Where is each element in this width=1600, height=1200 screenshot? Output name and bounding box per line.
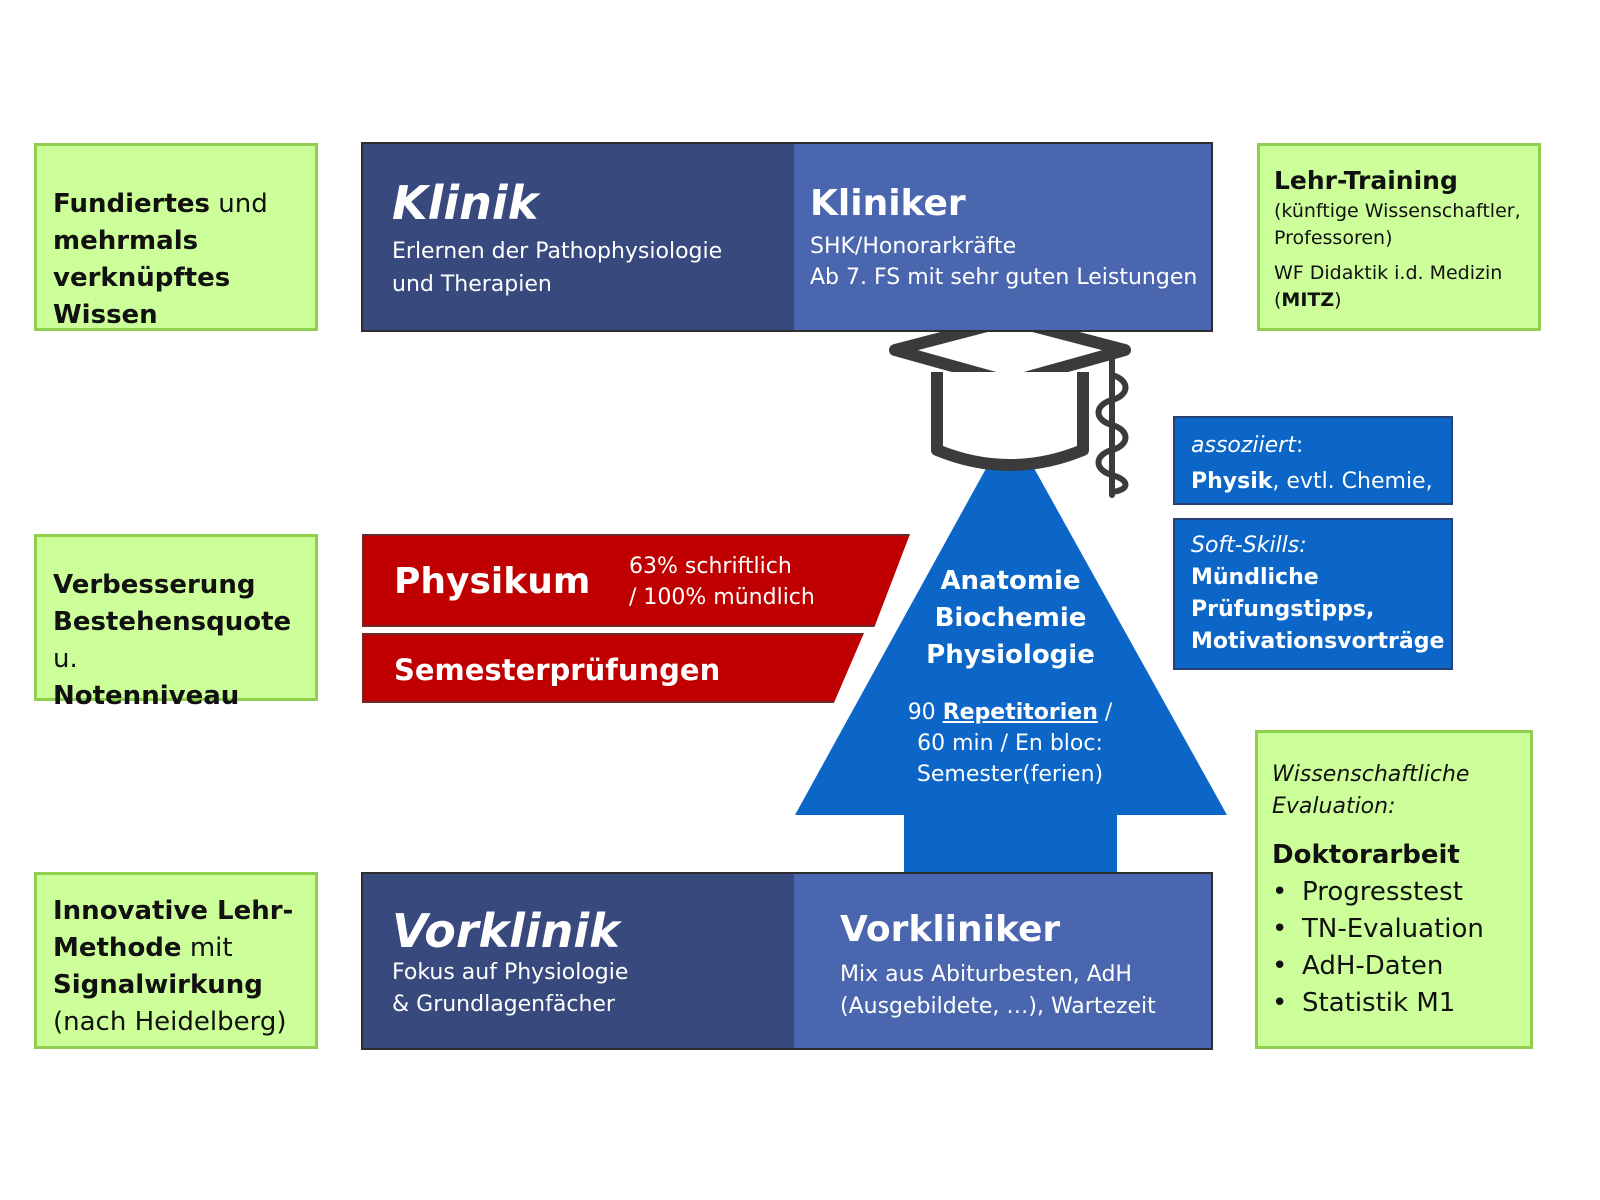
lehr-training-text: WF Didaktik i.d. Medizin (1274, 262, 1503, 284)
vorklinik-desc: Fokus auf Physiologie (392, 960, 629, 985)
semesterpruefungen-bar: Semesterprüfungen (362, 633, 864, 703)
goal-text: verknüpftes Wissen (53, 263, 231, 330)
arrow-subjects: Anatomie Biochemie Physiologie (904, 563, 1117, 674)
mitz-paren: ) (1334, 289, 1342, 311)
goal-text: Innovative Lehr- (53, 896, 294, 926)
list-item-text: AdH-Daten (1302, 951, 1444, 981)
list-item: •TN-Evaluation (1272, 914, 1484, 944)
list-item-text: Progresstest (1302, 877, 1463, 907)
list-item: •Statistik M1 (1272, 988, 1456, 1018)
arrow-note-text: / (1097, 700, 1113, 725)
vorkliniker-panel: Vorkliniker Mix aus Abiturbesten, AdH (A… (794, 873, 1212, 1049)
lehr-training-text: Professoren) (1274, 227, 1393, 249)
soft-skills-box: Soft-Skills: Mündliche Prüfungstipps, Mo… (1173, 518, 1453, 670)
kliniker-panel: Kliniker SHK/Honorarkräfte Ab 7. FS mit … (794, 143, 1212, 331)
up-arrow (795, 425, 1227, 890)
soft-skills-label: Soft-Skills: (1191, 533, 1307, 558)
goal-text: mit (181, 933, 233, 963)
evaluation-label: Wissenschaftliche (1272, 762, 1470, 787)
goal-box-innovation: Innovative Lehr- Methode mit Signalwirku… (34, 872, 318, 1049)
kliniker-text: SHK/Honorarkräfte (810, 234, 1017, 259)
list-item-text: TN-Evaluation (1302, 914, 1484, 944)
graduation-cap-icon (889, 314, 1131, 471)
lehr-training-title: Lehr-Training (1274, 166, 1458, 195)
arrow-note-text: 90 (907, 700, 943, 725)
vorklinik-title: Vorklinik (392, 904, 620, 958)
goal-text: Bestehensquote (53, 607, 292, 637)
list-item: •AdH-Daten (1272, 951, 1444, 981)
klinik-panel: Klinik Erlernen der Pathophysiologie und… (362, 143, 794, 331)
assoziiert-physik: Physik (1191, 469, 1273, 494)
vorkliniker-title: Vorkliniker (840, 909, 1061, 950)
subject-biochemie: Biochemie (934, 603, 1087, 633)
vorkliniker-text: Mix aus Abiturbesten, AdH (840, 962, 1132, 987)
vorkliniker-text: (Ausgebildete, …), Wartezeit (840, 994, 1156, 1019)
evaluation-box: Wissenschaftliche Evaluation: Doktorarbe… (1255, 730, 1533, 1049)
physikum-note: / 100% mündlich (629, 585, 815, 610)
evaluation-label: Evaluation: (1272, 794, 1396, 819)
goal-text: u. (53, 644, 78, 674)
vorklinik-panel: Vorklinik Fokus auf Physiologie & Grundl… (362, 873, 794, 1049)
goal-text: Notenniveau (53, 681, 240, 711)
klinik-title: Klinik (392, 176, 539, 230)
physikum-note: 63% schriftlich (629, 554, 792, 579)
assoziiert-box: assoziiert: Physik, evtl. Chemie, … (1173, 416, 1453, 530)
evaluation-list: •Progresstest •TN-Evaluation •AdH-Daten … (1272, 874, 1516, 1022)
assoziiert-colon: : (1295, 433, 1304, 458)
mitz-paren: ( (1274, 289, 1282, 311)
doktorarbeit-title: Doktorarbeit (1272, 840, 1460, 870)
lehr-training-text: (künftige Wissenschaftler, (1274, 200, 1521, 222)
arrow-note-text: 60 min / En bloc: (917, 731, 1103, 756)
goal-box-pass-rate: Verbesserung Bestehensquote u. Notennive… (34, 534, 318, 711)
physikum-title: Physikum (394, 561, 591, 602)
kliniker-text: Ab 7. FS mit sehr guten Leistungen (810, 265, 1198, 290)
kliniker-title: Kliniker (810, 183, 966, 224)
list-item: •Progresstest (1272, 877, 1463, 907)
semester-title: Semesterprüfungen (394, 653, 721, 687)
goal-text: Signalwirkung (53, 970, 263, 1000)
goal-text: Fundiertes (53, 189, 211, 219)
goal-text: und (210, 189, 268, 219)
repetitorien-link[interactable]: Repetitorien (942, 700, 1098, 725)
soft-skills-line: Prüfungstipps, (1191, 597, 1375, 622)
arrow-note-text: Semester(ferien) (916, 762, 1104, 787)
arrow-note: 90 Repetitorien / 60 min / En bloc: Seme… (880, 697, 1140, 790)
klinik-desc: und Therapien (392, 272, 552, 297)
assoziiert-label: assoziiert (1191, 433, 1296, 458)
vorklinik-desc: & Grundlagenfächer (392, 992, 615, 1017)
lehr-training-box: Lehr-Training (künftige Wissenschaftler,… (1257, 143, 1541, 331)
subject-anatomie: Anatomie (940, 566, 1081, 596)
goal-box-knowledge: Fundiertes und mehrmals verknüpftes Wiss… (34, 143, 318, 331)
rod-of-asclepius-icon (1095, 352, 1129, 498)
mitz-label: MITZ (1281, 289, 1335, 311)
subject-physiologie: Physiologie (926, 640, 1095, 670)
goal-text: (nach Heidelberg) (53, 1007, 287, 1037)
soft-skills-line: Motivationsvorträge (1191, 629, 1445, 654)
klinik-desc: Erlernen der Pathophysiologie (392, 239, 723, 264)
goal-text: Methode (53, 933, 182, 963)
assoziiert-rest: , evtl. Chemie, … (1191, 469, 1433, 530)
list-item-text: Statistik M1 (1302, 988, 1456, 1018)
goal-text: Verbesserung (53, 570, 256, 600)
goal-text: mehrmals (53, 226, 199, 256)
physikum-bar: Physikum 63% schriftlich / 100% mündlich (362, 534, 910, 627)
soft-skills-line: Mündliche (1191, 565, 1319, 590)
